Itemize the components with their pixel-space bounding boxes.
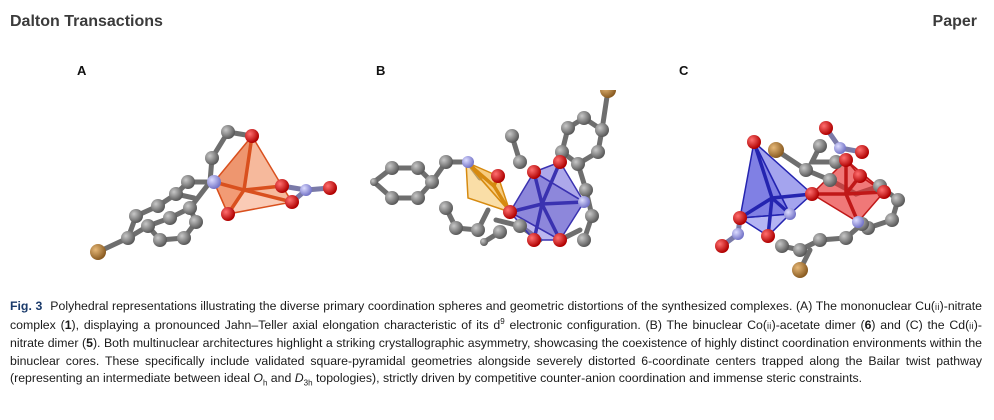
figure-caption: Fig. 3 Polyhedral representations illustr… [10,298,982,388]
molecule-b [370,90,616,247]
figure-artwork [90,90,905,278]
cd-polyhedron-red [810,158,886,224]
journal-name: Dalton Transactions [10,13,163,30]
cu-polyhedron [212,133,294,216]
molecule-a [90,125,337,260]
point-group-symbol: O [253,371,263,386]
panel-label-a: A [77,63,87,78]
molecule-c [715,121,905,278]
oxidation-state: ii [935,302,940,312]
compound-number: 1 [64,317,72,332]
point-group-subscript: h [262,378,268,388]
caption-text: ). Both multinuclear architectures highl… [10,336,982,386]
point-group-symbol: D [294,371,304,386]
caption-text: )-nitrate complex ( [10,299,982,332]
panel-label-b: B [376,63,386,78]
compound-number: 6 [864,317,872,332]
caption-text: and [267,371,295,386]
oxidation-state: ii [969,320,974,331]
caption-text: Polyhedral representations illustrating … [50,299,936,313]
section-name: Paper [932,13,977,30]
co-polyhedron-orange [465,159,513,214]
caption-text: )-acetate dimer ( [771,317,865,332]
running-head: Dalton Transactions Paper [10,13,977,35]
figure-label: Fig. 3 [10,299,43,313]
cd-polyhedron-blue [737,139,814,238]
caption-text: topologies), strictly driven by competit… [312,371,863,386]
superscript: 9 [500,316,505,326]
caption-text: ), displaying a pronounced Jahn–Teller a… [71,317,501,332]
caption-text: )-nitrate dimer ( [10,317,982,351]
compound-number: 5 [86,336,93,351]
panel-label-c: C [679,63,689,78]
oxidation-state: ii [766,320,772,331]
caption-text: ) and (C) the Cd( [871,317,970,332]
caption-text: electronic configuration. (B) The binucl… [504,317,767,332]
point-group-subscript: 3h [303,378,313,388]
